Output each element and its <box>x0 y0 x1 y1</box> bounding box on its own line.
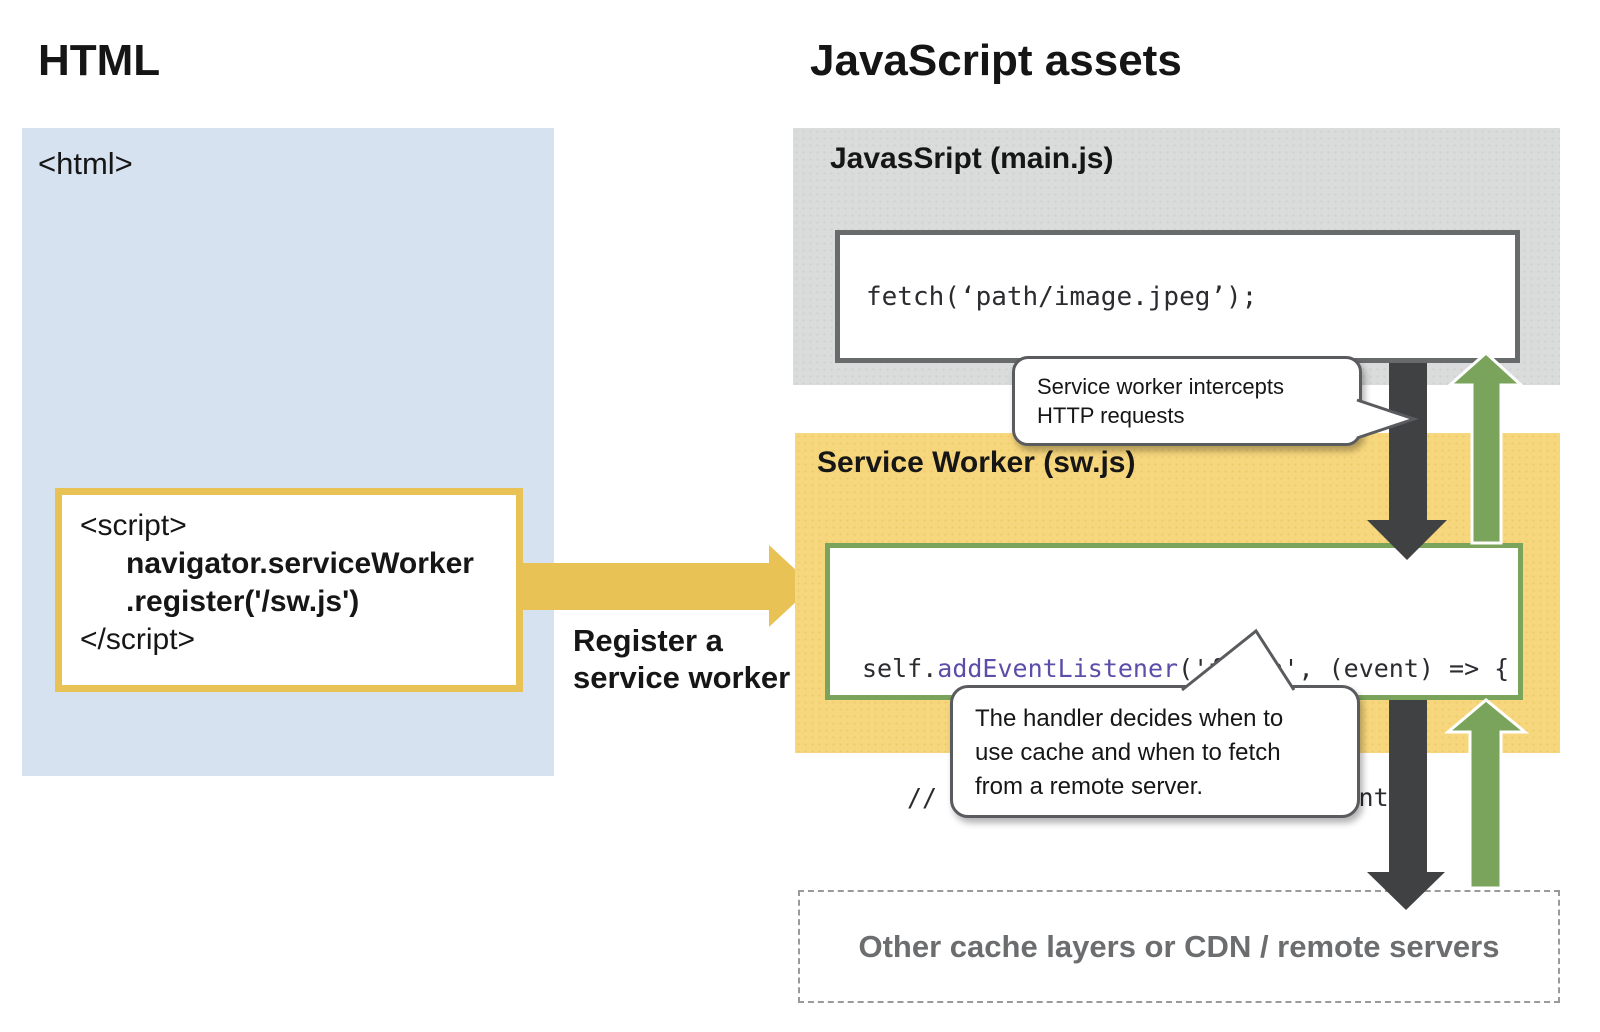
sw-code-args: ('fetch', (event) => { <box>1178 654 1510 683</box>
script-open-tag: <script> <box>80 509 187 542</box>
script-navigator-line: navigator.serviceWorker <box>126 547 474 580</box>
register-script-code-box: <script> navigator.serviceWorker .regist… <box>55 488 523 692</box>
register-arrow-label: Register a service worker <box>573 622 790 696</box>
service-worker-code-box: self.addEventListener('fetch', (event) =… <box>825 543 1523 941</box>
register-label-line1: Register a <box>573 623 723 658</box>
handler-callout-line3: from a remote server. <box>975 773 1204 800</box>
register-label-line2: service worker <box>573 660 791 695</box>
fetch-code-text: fetch(‘path/image.jpeg’); <box>866 281 1258 312</box>
handler-callout-line1: The handler decides when to <box>975 705 1284 732</box>
service-worker-panel-title: Service Worker (sw.js) <box>817 446 1136 479</box>
sw-code-self: self. <box>862 654 938 683</box>
remote-servers-box: Other cache layers or CDN / remote serve… <box>798 890 1560 1003</box>
intercept-callout-line1: Service worker intercepts <box>1037 374 1284 399</box>
html-tag-label: <html> <box>38 146 133 181</box>
mainjs-panel-title: JavasSript (main.js) <box>830 142 1114 175</box>
html-section-heading: HTML <box>38 36 161 85</box>
sw-code-line1: self.addEventListener('fetch', (event) =… <box>862 647 1518 690</box>
script-close-tag: </script> <box>80 623 196 656</box>
handler-callout-bubble: The handler decides when to use cache an… <box>950 685 1360 818</box>
fetch-code-box: fetch(‘path/image.jpeg’); <box>835 230 1520 363</box>
register-arrow-shaft <box>523 563 769 610</box>
intercept-callout-bubble: Service worker intercepts HTTP requests <box>1012 356 1362 446</box>
javascript-assets-heading: JavaScript assets <box>810 36 1182 85</box>
intercept-callout-line2: HTTP requests <box>1037 403 1185 428</box>
remote-servers-label: Other cache layers or CDN / remote serve… <box>858 928 1500 964</box>
script-register-line: .register('/sw.js') <box>126 585 360 618</box>
handler-callout-line2: use cache and when to fetch <box>975 739 1281 766</box>
sw-code-keyword: addEventListener <box>937 654 1179 683</box>
